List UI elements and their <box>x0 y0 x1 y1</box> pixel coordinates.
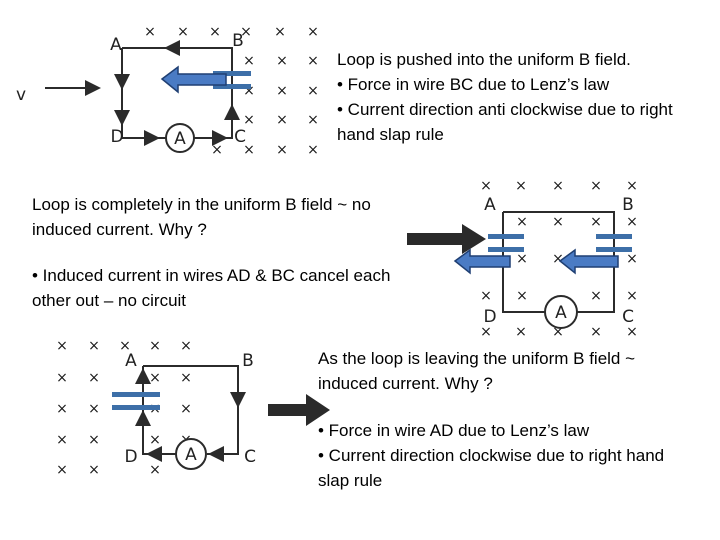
diagram-loop-leaving: ××××× ×××× ×××× ×××× ××× A A B C D <box>56 338 330 478</box>
svg-text:×: × <box>88 338 100 354</box>
svg-text:×: × <box>209 24 221 40</box>
svg-text:×: × <box>515 324 527 340</box>
svg-text:×: × <box>516 214 528 230</box>
motion-arrow-3 <box>268 394 330 426</box>
svg-text:×: × <box>119 338 131 354</box>
corner-d-label-1: D <box>110 127 123 147</box>
svg-text:×: × <box>177 24 189 40</box>
ammeter-label-2: A <box>555 303 567 323</box>
svg-text:×: × <box>276 83 288 99</box>
description-inside: Loop is completely in the uniform B fiel… <box>32 195 371 239</box>
svg-text:×: × <box>552 214 564 230</box>
svg-text:×: × <box>149 462 161 478</box>
svg-text:×: × <box>307 83 319 99</box>
svg-text:×: × <box>211 142 223 158</box>
field-crosses-1: × × × × × × × × × × × × × × × × × × × <box>144 24 319 158</box>
force-arrow-ad-2 <box>453 248 511 275</box>
svg-text:×: × <box>274 24 286 40</box>
ammeter-label-1: A <box>174 129 186 149</box>
diagram-loop-inside: × × × × × × × × × × × × × × × × × × × × × A A B C D <box>407 178 638 340</box>
corner-d-label-2: D <box>483 307 496 327</box>
corner-b-label-2: B <box>622 195 634 215</box>
svg-text:×: × <box>626 251 638 267</box>
description-clockwise: • Force in wire AD due to Lenz’s law • C… <box>318 421 665 490</box>
svg-text:×: × <box>590 288 602 304</box>
svg-text:×: × <box>552 178 564 194</box>
svg-text:×: × <box>480 178 492 194</box>
svg-text:×: × <box>590 324 602 340</box>
svg-text:×: × <box>243 83 255 99</box>
svg-text:×: × <box>480 288 492 304</box>
svg-text:×: × <box>307 142 319 158</box>
svg-text:×: × <box>180 370 192 386</box>
corner-d-label-3: D <box>124 447 137 467</box>
corner-c-label-3: C <box>244 447 256 467</box>
svg-text:×: × <box>590 178 602 194</box>
force-bar-bc-1 <box>213 71 251 89</box>
svg-text:×: × <box>88 370 100 386</box>
svg-text:×: × <box>626 288 638 304</box>
corner-c-label-1: C <box>234 127 246 147</box>
corner-b-label-1: B <box>232 31 244 51</box>
svg-text:×: × <box>276 53 288 69</box>
corner-a-label-1: A <box>110 35 122 55</box>
corner-c-label-2: C <box>622 307 634 327</box>
svg-text:×: × <box>180 401 192 417</box>
svg-text:×: × <box>276 112 288 128</box>
description-cancel: • Induced current in wires AD & BC cance… <box>32 266 391 310</box>
ammeter-label-3: A <box>185 445 197 465</box>
svg-text:×: × <box>307 112 319 128</box>
wire-loop-1 <box>114 40 240 146</box>
svg-text:×: × <box>516 251 528 267</box>
description-leaving: As the loop is leaving the uniform B fie… <box>318 349 636 393</box>
svg-text:×: × <box>243 142 255 158</box>
svg-text:×: × <box>88 432 100 448</box>
svg-text:×: × <box>626 214 638 230</box>
ammeter-3 <box>175 438 207 470</box>
force-arrow-bc-2 <box>558 248 619 275</box>
svg-text:×: × <box>307 53 319 69</box>
svg-text:×: × <box>56 432 68 448</box>
force-bar-ad-3 <box>112 392 160 410</box>
svg-text:×: × <box>56 462 68 478</box>
corner-b-label-3: B <box>242 351 254 371</box>
svg-text:×: × <box>626 178 638 194</box>
svg-text:×: × <box>552 251 564 267</box>
svg-text:×: × <box>149 370 161 386</box>
description-entering: Loop is pushed into the uniform B field.… <box>337 50 673 144</box>
ammeter-2 <box>544 295 578 329</box>
svg-text:×: × <box>480 324 492 340</box>
svg-text:×: × <box>590 214 602 230</box>
velocity-label-1: v <box>16 85 26 105</box>
svg-text:×: × <box>88 401 100 417</box>
force-arrow-1 <box>160 65 227 94</box>
svg-text:×: × <box>144 24 156 40</box>
force-bar-ad-2 <box>488 234 524 252</box>
svg-text:×: × <box>516 288 528 304</box>
svg-text:×: × <box>626 324 638 340</box>
motion-arrow-2 <box>407 224 486 254</box>
svg-text:×: × <box>276 142 288 158</box>
field-crosses-2: × × × × × × × × × × × × × × × × × × × × × <box>480 178 638 340</box>
svg-text:×: × <box>56 370 68 386</box>
svg-text:×: × <box>56 338 68 354</box>
svg-text:×: × <box>307 24 319 40</box>
svg-text:×: × <box>240 24 252 40</box>
svg-text:×: × <box>88 462 100 478</box>
ammeter-1 <box>165 123 195 153</box>
svg-text:×: × <box>180 338 192 354</box>
diagram-loop-entering: × × × × × × × × × × × × × × × × × × × A A B C D v <box>16 24 319 158</box>
svg-text:×: × <box>56 401 68 417</box>
svg-text:×: × <box>149 432 161 448</box>
svg-text:×: × <box>515 178 527 194</box>
corner-a-label-2: A <box>484 195 496 215</box>
svg-text:×: × <box>149 338 161 354</box>
svg-text:×: × <box>552 324 564 340</box>
svg-text:×: × <box>243 112 255 128</box>
corner-a-label-3: A <box>125 351 137 371</box>
svg-text:×: × <box>243 53 255 69</box>
force-bar-bc-2 <box>596 234 632 252</box>
